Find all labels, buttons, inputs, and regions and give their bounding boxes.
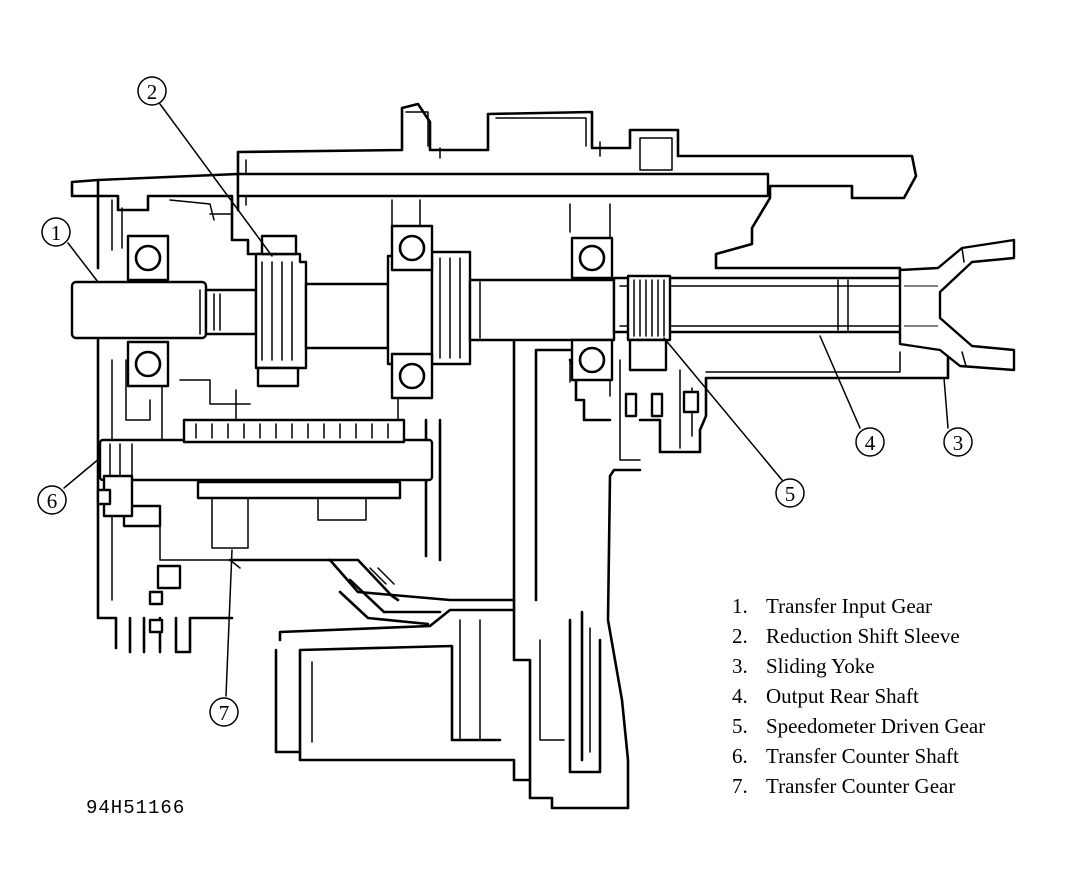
callout-5-number: 5 <box>785 482 796 506</box>
main-shaft <box>304 250 616 366</box>
legend-label: Speedometer Driven Gear <box>766 714 985 738</box>
callout-1: 1 <box>41 217 71 247</box>
legend-label: Output Rear Shaft <box>766 684 919 708</box>
callout-5: 5 <box>775 478 805 508</box>
callout-1-number: 1 <box>51 221 62 245</box>
legend-label: Reduction Shift Sleeve <box>766 624 960 648</box>
parts-legend: 1. Transfer Input Gear 2. Reduction Shif… <box>732 594 985 798</box>
input-shaft <box>70 280 258 340</box>
speedometer-driven-gear <box>624 274 700 418</box>
legend-number: 7. <box>732 774 748 798</box>
legend-label: Transfer Counter Shaft <box>766 744 959 768</box>
callout-6: 6 <box>37 485 67 515</box>
callout-7-number: 7 <box>219 701 230 725</box>
bearings <box>122 224 614 528</box>
callout-7: 7 <box>209 697 239 727</box>
legend-label: Transfer Counter Gear <box>766 774 955 798</box>
callout-4-number: 4 <box>865 431 876 455</box>
reduction-shift-sleeve-assembly <box>254 234 308 388</box>
callout-2: 2 <box>137 76 167 106</box>
legend-number: 2. <box>732 624 748 648</box>
legend-item: 3. Sliding Yoke <box>732 654 875 678</box>
legend-item: 2. Reduction Shift Sleeve <box>732 624 960 648</box>
sliding-yoke <box>898 238 1016 372</box>
legend-label: Sliding Yoke <box>766 654 875 678</box>
legend-item: 6. Transfer Counter Shaft <box>732 744 959 768</box>
legend-item: 4. Output Rear Shaft <box>732 684 919 708</box>
transfer-counter-shaft <box>96 438 434 518</box>
callout-leaders <box>63 103 949 697</box>
callout-6-number: 6 <box>47 489 58 513</box>
legend-label: Transfer Input Gear <box>766 594 932 618</box>
legend-number: 4. <box>732 684 748 708</box>
callout-2-number: 2 <box>147 80 158 104</box>
callout-3-number: 3 <box>953 431 964 455</box>
legend-number: 1. <box>732 594 748 618</box>
callout-4: 4 <box>855 427 885 457</box>
legend-item: 5. Speedometer Driven Gear <box>732 714 985 738</box>
legend-number: 3. <box>732 654 748 678</box>
legend-item: 7. Transfer Counter Gear <box>732 774 955 798</box>
callout-3: 3 <box>943 427 973 457</box>
transfer-case-housing <box>70 102 950 810</box>
legend-item: 1. Transfer Input Gear <box>732 594 932 618</box>
legend-number: 5. <box>732 714 748 738</box>
legend-number: 6. <box>732 744 748 768</box>
transfer-counter-gear <box>148 418 406 634</box>
figure-id: 94H51166 <box>86 797 185 819</box>
